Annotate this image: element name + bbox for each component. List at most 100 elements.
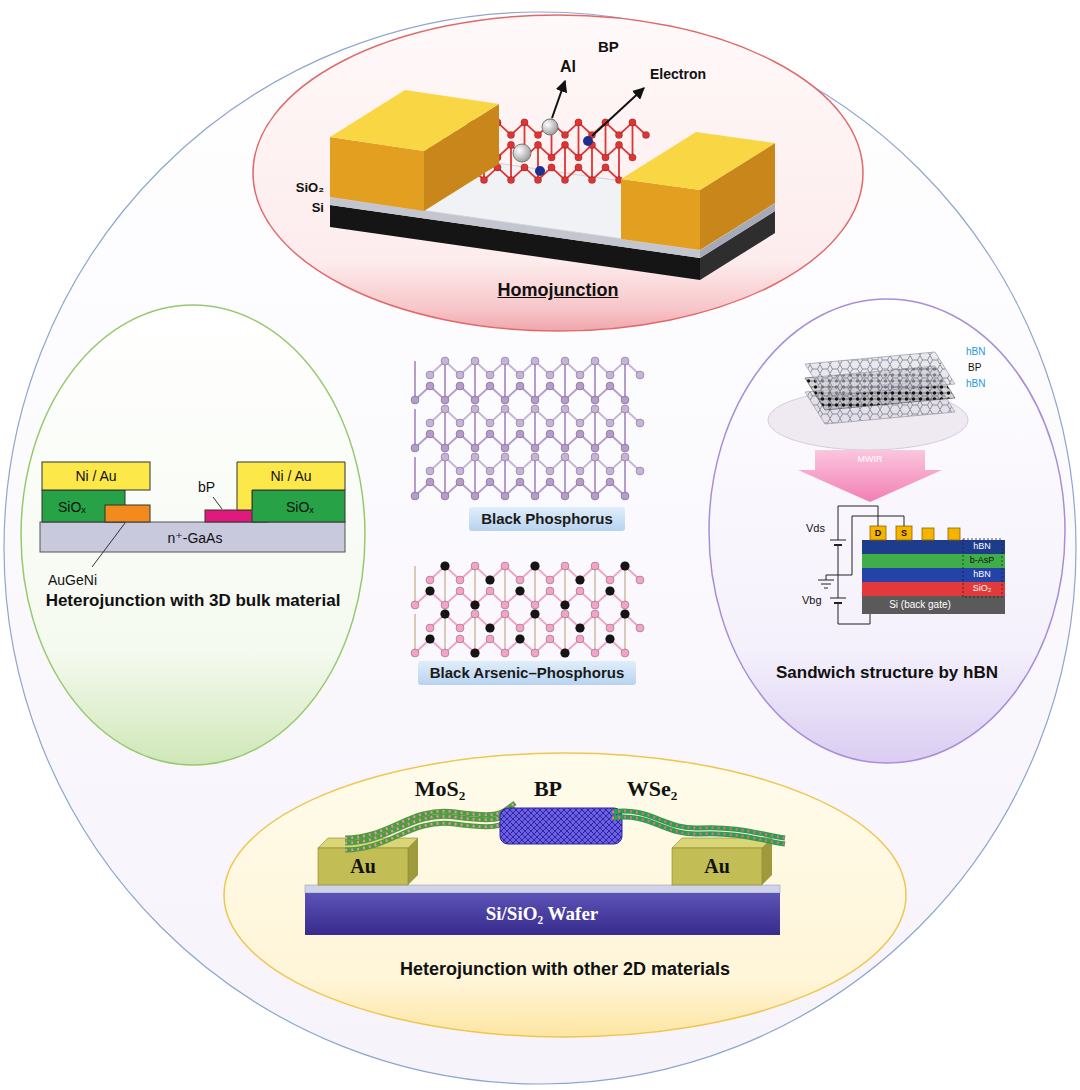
arsenic-phosphorus-crystal [440, 609, 629, 632]
van-der-waals-heterojunction [500, 808, 622, 844]
van-der-waals-heterojunction [305, 893, 780, 935]
band-text: Black Phosphorus [481, 507, 613, 531]
part-label: WSe₂ [627, 776, 678, 801]
device-circuit [838, 516, 904, 575]
gaas-heterojunction-device [213, 497, 222, 509]
ellipse-outline [709, 299, 1065, 763]
homojunction-device [330, 81, 775, 280]
part-label: D [875, 528, 882, 538]
part-label: Si (back gate) [889, 599, 951, 611]
hbn-sandwich-stack [798, 450, 942, 502]
device-circuit [922, 528, 934, 540]
device-circuit [948, 528, 960, 540]
part-label: BP [598, 38, 619, 55]
homojunction-device [621, 179, 700, 250]
gaas-heterojunction-device [42, 462, 150, 490]
part-label: SiOₓ [286, 499, 314, 515]
van-der-waals-heterojunction [318, 848, 408, 885]
van-der-waals-heterojunction [672, 848, 762, 885]
arsenic-phosphorus-crystal [440, 561, 629, 584]
device-circuit [818, 580, 834, 581]
part-label: BP [534, 776, 562, 801]
homojunction-device [583, 136, 593, 146]
hbn-sandwich-stack [805, 352, 955, 396]
arsenic-phosphorus-crystal [415, 614, 625, 653]
van-der-waals-heterojunction [345, 803, 515, 838]
device-circuit [838, 506, 878, 540]
region-fill [709, 299, 1065, 763]
van-der-waals-heterojunction [305, 885, 780, 893]
van-der-waals-heterojunction [762, 838, 772, 885]
device-circuit [862, 596, 1005, 614]
region-ellipse: Homojunction [252, 14, 864, 332]
caption-text: Homojunction [408, 279, 708, 302]
arsenic-phosphorus-crystal [411, 635, 629, 657]
device-circuit [963, 539, 1002, 597]
van-der-waals-heterojunction [305, 803, 785, 935]
ellipse-outline [223, 752, 907, 1038]
arsenic-phosphorus-crystal [425, 586, 614, 609]
device-circuit [896, 526, 912, 540]
homojunction-device [552, 81, 565, 118]
caption-text: Heterojunction with other 2D materials [315, 958, 815, 981]
homojunction-device [535, 166, 545, 176]
black-phosphorus-crystal [415, 457, 625, 496]
ellipse-outline [253, 15, 863, 331]
arsenic-phosphorus-crystal [411, 587, 629, 609]
part-label: SiO₂ [973, 583, 992, 593]
device-circuit [830, 598, 846, 599]
black-phosphorus-crystal [411, 478, 629, 500]
van-der-waals-heterojunction [345, 803, 515, 850]
black-phosphorus-crystal [411, 357, 644, 500]
part-label: Ni / Au [270, 468, 311, 484]
caption-text: Heterojunction with 3D bulk material [43, 590, 343, 612]
outer-circle [4, 12, 1076, 1084]
device-circuit [838, 603, 870, 624]
region-fill [21, 305, 365, 765]
gaas-heterojunction-device [105, 505, 150, 522]
arsenic-phosphorus-crystal [425, 634, 614, 657]
black-phosphorus-crystal [426, 405, 644, 427]
region-ellipse: Heterojunction with other 2D materials [223, 752, 907, 1038]
van-der-waals-heterojunction [612, 817, 785, 844]
gaas-heterojunction-device [40, 522, 345, 552]
device-circuit [818, 506, 1005, 624]
device-circuit [862, 582, 1005, 596]
part-label: Si [312, 201, 324, 216]
label-band: Black Arsenic–Phosphorus [418, 661, 637, 685]
part-label: hBN [973, 541, 991, 551]
band-text: Black Arsenic–Phosphorus [430, 661, 625, 685]
region-ellipse: Sandwich structure by hBN [708, 298, 1066, 764]
homojunction-device [592, 88, 644, 136]
arsenic-phosphorus-crystal [426, 562, 644, 584]
part-label: Al [560, 58, 576, 76]
device-circuit [862, 540, 1005, 554]
part-label: AuGeNi [48, 572, 97, 588]
part-label: MoS₂ [415, 776, 466, 801]
part-label: Au [704, 855, 730, 878]
part-label: S [901, 528, 907, 538]
device-circuit [824, 588, 828, 589]
ellipse-outline [21, 305, 365, 765]
part-label: SiO₂ [296, 181, 324, 196]
region-fill [253, 15, 863, 331]
black-phosphorus-crystal [415, 361, 625, 400]
ellipse-outline [708, 298, 1066, 764]
part-label: Vds [806, 522, 825, 535]
caption-text: Sandwich structure by hBN [747, 662, 1027, 684]
homojunction-device [621, 132, 775, 190]
hbn-sandwich-stack [768, 352, 968, 502]
arsenic-phosphorus-crystal [411, 561, 644, 657]
part-label: hBN [966, 346, 985, 358]
device-circuit [838, 545, 839, 598]
part-label: Ni / Au [75, 468, 116, 484]
gaas-heterojunction-device [252, 490, 345, 522]
part-label: Electron [650, 66, 706, 82]
van-der-waals-heterojunction [612, 817, 785, 844]
part-label: Au [350, 855, 376, 878]
part-label: bP [198, 479, 215, 495]
device-circuit [830, 540, 846, 541]
black-phosphorus-crystal [411, 382, 629, 404]
